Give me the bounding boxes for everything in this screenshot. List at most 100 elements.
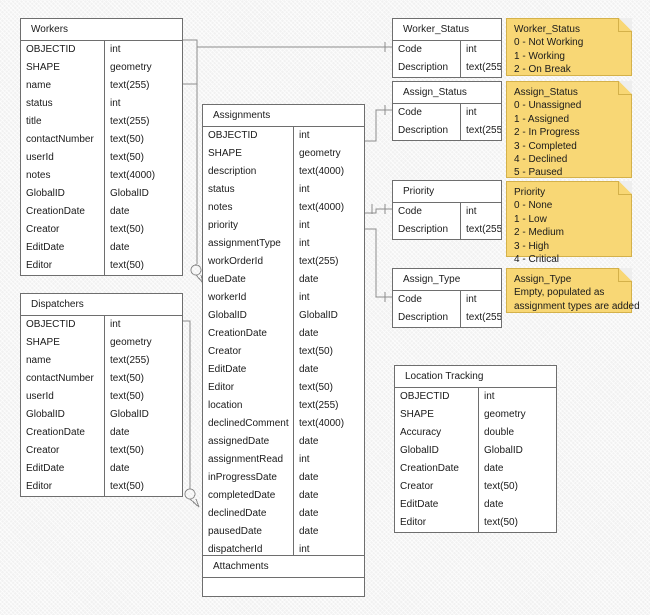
field-type: text(50) [299,382,333,393]
field-type: text(4000) [299,418,345,429]
note-line: 0 - Unassigned [514,100,582,112]
field-name: Description [393,122,461,140]
field-type: date [299,526,319,537]
field-type: date [484,499,504,510]
note-line: 0 - Not Working [514,37,584,49]
entity-empty-cell [203,578,364,596]
note-line: 0 - None [514,200,553,212]
field-type: text(50) [110,445,144,456]
field-type: text(4000) [110,170,156,181]
field-name: priority [203,217,294,235]
entity-field-row: Accuracy double [395,424,556,442]
field-name: Creator [395,478,479,496]
field-type: int [299,220,310,231]
field-type: double [484,427,515,438]
field-type: geometry [299,148,341,159]
field-name: GlobalID [395,442,479,460]
entity-title: Assignments [203,105,364,127]
field-name: Code [393,104,461,122]
entity-attachments[interactable]: Attachments [202,555,365,597]
field-name: Accuracy [395,424,479,442]
field-type: int [110,319,121,330]
field-name: title [21,113,105,131]
field-type: int [466,206,477,217]
field-name: name [21,77,105,95]
entity-field-row: declinedComment text(4000) [203,415,364,433]
field-type: text(255) [299,400,339,411]
field-type: date [110,242,130,253]
note-line: 1 - Assigned [514,113,570,125]
field-type: int [299,292,310,303]
crowfoot-dispatcherid-c [195,498,200,508]
field-name: Editor [395,514,479,532]
field-name: Description [393,309,461,327]
field-name: location [203,397,294,415]
field-type: int [299,130,310,141]
field-type: text(4000) [299,166,345,177]
note-line: Empty, populated as [514,287,605,299]
field-name: assignmentType [203,235,294,253]
field-name: Description [393,59,461,77]
field-type: text(50) [110,391,144,402]
field-name: EditDate [395,496,479,514]
field-name: EditDate [21,239,105,257]
note-line: 2 - Medium [514,227,565,239]
field-name: declinedComment [203,415,294,433]
field-name: EditDate [203,361,294,379]
link-priority [365,208,385,214]
field-name: OBJECTID [395,388,479,406]
field-name: CreationDate [395,460,479,478]
entity-title: Attachments [203,556,364,578]
note-line: assignment types are added [514,300,640,312]
entity-field-row: description text(4000) [203,163,364,181]
entity-field-list [203,578,364,596]
field-name: Code [393,41,461,59]
entity-title: Worker_Status [393,19,501,41]
field-name: Creator [21,221,105,239]
field-type: geometry [110,337,152,348]
field-type: int [466,294,477,305]
field-name: description [203,163,294,181]
field-name: CreationDate [21,203,105,221]
note-line: 3 - High [514,240,550,252]
field-type: text(50) [110,134,144,145]
field-type: text(50) [110,260,144,271]
